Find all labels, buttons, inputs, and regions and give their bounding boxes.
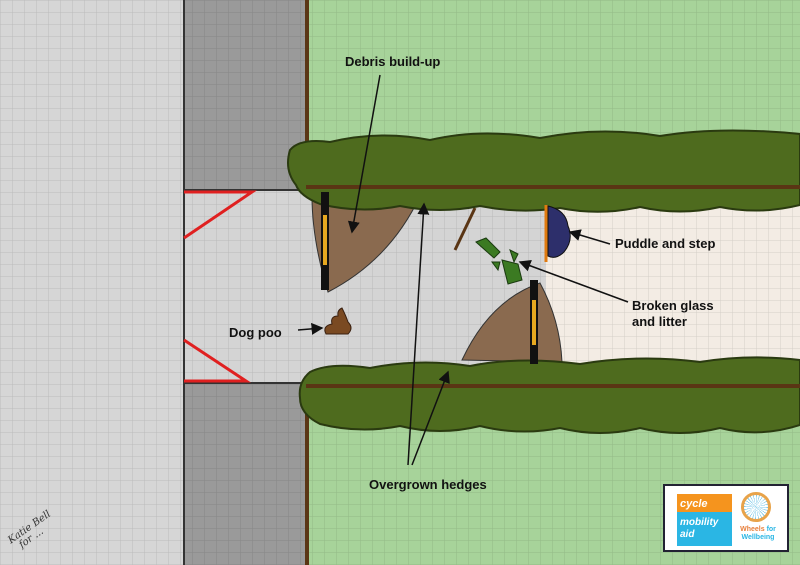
label-glass-1: Broken glass bbox=[632, 298, 714, 313]
bollard bbox=[321, 192, 329, 290]
logo-mobility: mobility aid bbox=[677, 512, 732, 546]
arrow-debris bbox=[347, 74, 381, 234]
wheel-icon bbox=[741, 492, 771, 522]
logo-cycle: cycle bbox=[677, 494, 732, 512]
arrow-poo bbox=[297, 322, 324, 335]
top-hedge bbox=[287, 129, 800, 213]
debris-pile bbox=[311, 195, 421, 293]
arrow-hedge-bottom bbox=[411, 370, 450, 466]
broken-glass bbox=[475, 237, 523, 285]
label-debris: Debris build-up bbox=[345, 54, 441, 69]
red-marking bbox=[183, 338, 251, 383]
bollard bbox=[530, 280, 538, 364]
red-marking bbox=[183, 190, 257, 240]
label-glass-2: and litter bbox=[632, 314, 687, 329]
label-dog-poo: Dog poo bbox=[229, 325, 282, 340]
arrow-glass bbox=[518, 260, 629, 303]
arrow-puddle bbox=[568, 229, 611, 245]
label-puddle: Puddle and step bbox=[615, 236, 716, 251]
bottom-hedge bbox=[298, 356, 800, 434]
arrow-hedge-top bbox=[407, 202, 430, 466]
label-hedges: Overgrown hedges bbox=[369, 477, 487, 492]
puddle bbox=[547, 205, 571, 258]
dog-poo bbox=[324, 307, 352, 335]
